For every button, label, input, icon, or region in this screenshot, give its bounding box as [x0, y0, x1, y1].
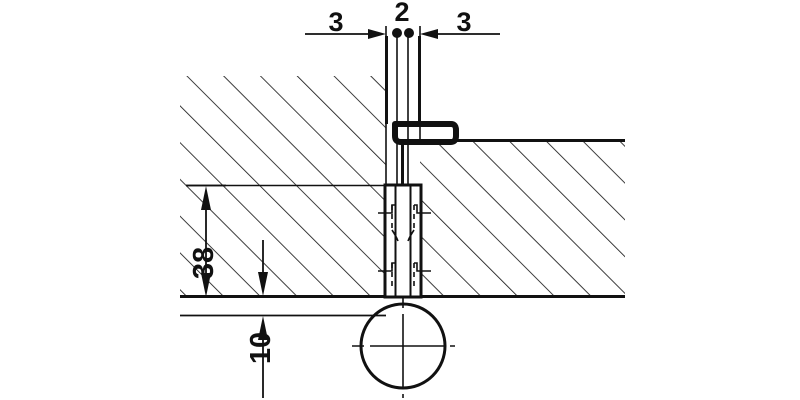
dimension-arrow-10-bottom — [258, 316, 268, 340]
hinge-body — [383, 36, 423, 299]
hinge-leaf-plate — [392, 121, 459, 145]
dimension-label-3-left: 3 — [328, 7, 343, 37]
dimension-label-3-right: 3 — [456, 7, 471, 37]
frame-right — [420, 139, 625, 298]
pivot-centre-mark — [352, 296, 455, 398]
door-leaf-left — [180, 76, 386, 297]
dimension-label-2: 2 — [394, 0, 409, 27]
dimension-arrow-38-top — [201, 186, 211, 210]
dimension-label-38: 38 — [188, 247, 220, 279]
dimension-dot-left — [392, 28, 402, 38]
dimension-arrow-3-left — [368, 29, 386, 39]
dimension-dot-right — [404, 28, 414, 38]
dimension-38 — [186, 184, 226, 298]
hinge-body-housing — [383, 183, 423, 299]
dimension-label-10: 10 — [245, 332, 277, 364]
dimension-arrow-10-top — [258, 272, 268, 296]
dimension-row-top — [305, 28, 500, 39]
dimension-arrow-3-right — [420, 29, 438, 39]
dimension-arrow-38-bottom — [201, 273, 211, 297]
pivot-knuckle — [352, 296, 455, 398]
dimension-10 — [180, 240, 386, 398]
fixing-screw-upper — [378, 204, 431, 242]
fixing-screw-lower — [378, 262, 431, 288]
